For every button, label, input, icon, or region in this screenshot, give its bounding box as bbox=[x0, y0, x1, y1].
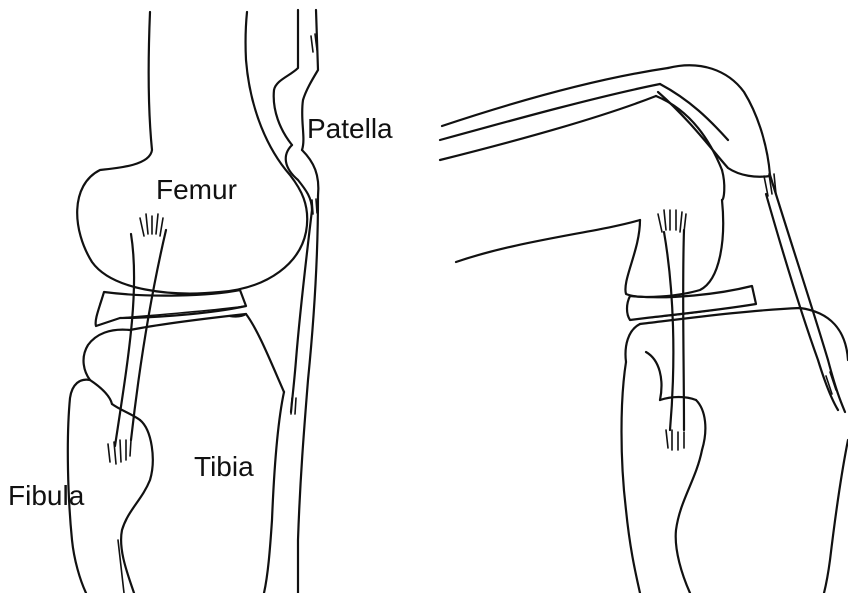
patella-tendon-group bbox=[274, 10, 319, 593]
knee-extended-view bbox=[68, 10, 319, 593]
patella-flexed bbox=[658, 65, 845, 412]
collateral-ligament bbox=[108, 214, 166, 464]
fibula-label: Fibula bbox=[8, 482, 84, 510]
meniscus bbox=[96, 290, 246, 326]
femur-bone bbox=[77, 12, 307, 293]
knee-flexed-view bbox=[440, 65, 848, 593]
fibula-bone-flexed bbox=[622, 352, 706, 593]
tibia-label: Tibia bbox=[194, 453, 254, 481]
patella-label: Patella bbox=[307, 115, 393, 143]
femur-label: Femur bbox=[156, 176, 237, 204]
collateral-ligament-flexed bbox=[658, 210, 686, 450]
femur-bone-flexed bbox=[440, 68, 724, 297]
